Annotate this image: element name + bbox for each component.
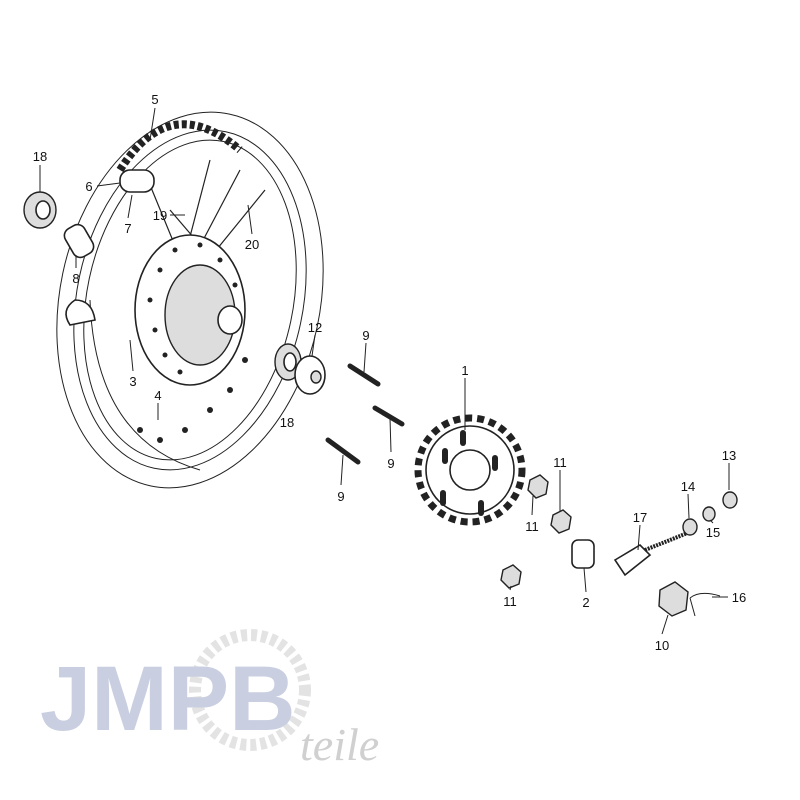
label-6: 6 [85,179,92,194]
label-15: 15 [706,525,720,540]
label-11: 11 [553,455,567,470]
label-19: 19 [153,208,167,223]
label-18: 18 [280,415,294,430]
label-14: 14 [681,479,695,494]
tube-6 [119,169,155,193]
leader-lines [39,107,730,635]
washer-14 [682,518,698,536]
label-11: 11 [525,519,539,534]
label-9: 9 [337,489,344,504]
nuts-11 [500,474,572,589]
label-8: 8 [72,271,79,286]
label-18: 18 [33,149,47,164]
axle-nut-10 [658,581,689,617]
watermark: JMPB teile [40,629,379,770]
dust-seal-12 [294,355,326,395]
spoke-holes [137,242,248,443]
adjuster-17 [613,528,696,577]
label-13: 13 [722,448,736,463]
label-7: 7 [124,221,131,236]
label-16: 16 [732,590,746,605]
label-17: 17 [633,510,647,525]
rear-wheel [56,111,324,489]
collar-2 [571,539,595,569]
label-1: 1 [461,363,468,378]
label-12: 12 [308,320,322,335]
label-3: 3 [129,374,136,389]
callout-labels: 5 18 6 19 7 20 8 12 9 3 1 4 18 9 11 9 13… [33,92,746,653]
label-4: 4 [154,388,161,403]
watermark-brand: JMPB [40,648,296,750]
sprocket-1 [414,414,526,526]
label-10: 10 [655,638,669,653]
bearing-18-left [23,191,57,229]
label-20: 20 [245,237,259,252]
label-5: 5 [151,92,158,107]
label-9: 9 [362,328,369,343]
washer-15 [702,506,716,522]
label-11: 11 [503,594,517,609]
collar-8 [63,223,95,259]
tire-tread [116,120,243,173]
cotter-pin-16 [689,592,721,617]
label-9: 9 [387,456,394,471]
studs-9 [325,363,405,465]
nut-13 [722,491,738,509]
watermark-sub: teile [300,719,379,770]
rim-band [65,299,96,326]
label-2: 2 [582,595,589,610]
